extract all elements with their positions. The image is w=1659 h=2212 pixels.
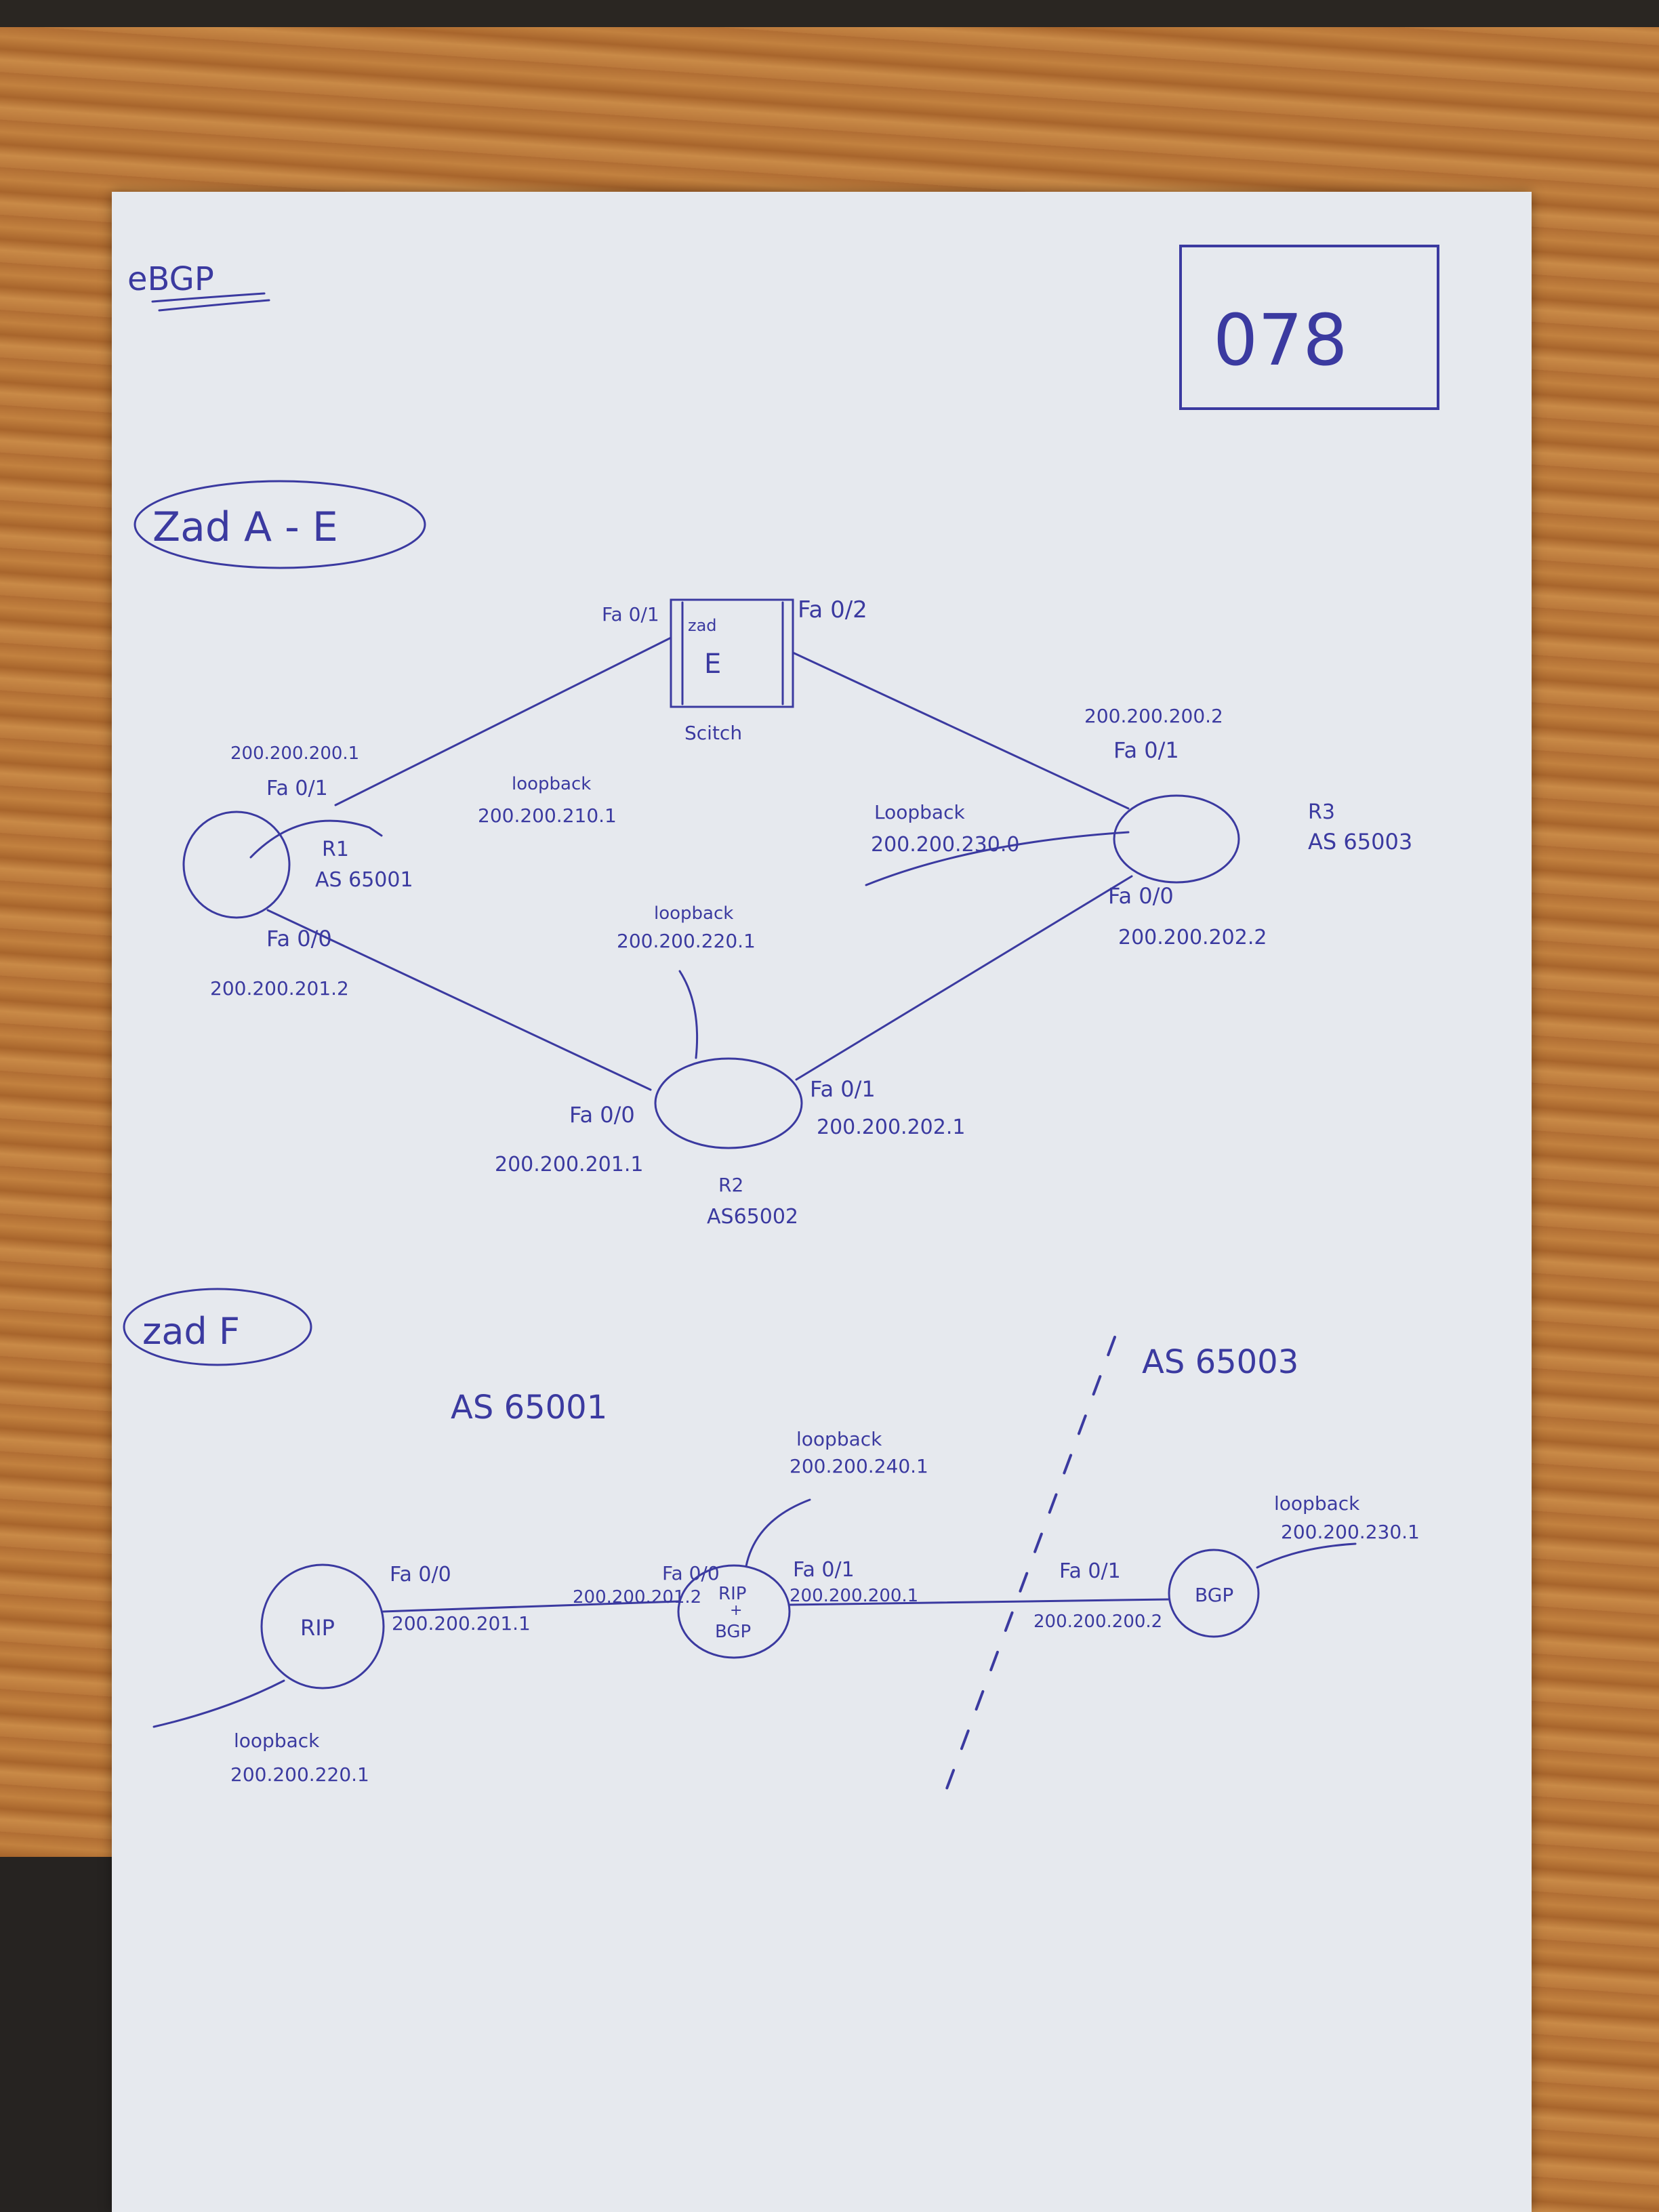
paper-sheet: eBGP 078 Zad A - E zad E Scitch Fa 0/1 F… — [112, 192, 1532, 2212]
switch-label-zad: zad — [688, 616, 717, 635]
r3-ip-bottom: 200.200.202.2 — [1118, 926, 1267, 949]
r3-loopback-ip: 200.200.230.0 — [871, 833, 1019, 857]
r1-port-top: Fa 0/1 — [266, 777, 328, 800]
loopback-leader-r3 — [865, 831, 1130, 886]
heading-underline-1 — [151, 292, 266, 303]
link-ripbgp-bgp — [788, 1598, 1170, 1606]
network-diagram: eBGP 078 Zad A - E zad E Scitch Fa 0/1 F… — [123, 245, 1439, 1803]
dark-floor-left — [0, 1857, 115, 2212]
link-rip-ripbgp — [382, 1600, 680, 1613]
bgp-router-label: BGP — [1195, 1584, 1233, 1606]
bgp-loopback-label: loopback — [1274, 1492, 1360, 1515]
ripbgp-port-left: Fa 0/0 — [662, 1562, 720, 1584]
router-r1 — [182, 811, 291, 919]
link-r2-r3 — [795, 875, 1133, 1081]
rip-router-label: RIP — [300, 1615, 335, 1641]
r3-ip-top: 200.200.200.2 — [1084, 705, 1223, 727]
r2-name: R2 — [718, 1174, 743, 1196]
rip-loopback-ip: 200.200.220.1 — [230, 1763, 369, 1786]
heading-underline-2 — [158, 299, 270, 312]
loopback-leader-r1 — [249, 819, 383, 859]
as-left-label: AS 65001 — [451, 1389, 607, 1427]
r1-loopback-ip: 200.200.210.1 — [478, 804, 617, 827]
r3-loopback-label: Loopback — [874, 801, 965, 823]
ripbgp-label-plus: + — [730, 1602, 742, 1619]
bgp-port: Fa 0/1 — [1059, 1559, 1121, 1583]
switch-label-e: E — [704, 649, 721, 680]
ripbgp-port-right: Fa 0/1 — [793, 1558, 855, 1582]
r1-ip-top: 200.200.200.1 — [230, 743, 359, 764]
r1-loopback-label: loopback — [512, 774, 591, 794]
r2-port-right: Fa 0/1 — [810, 1076, 876, 1102]
dark-edge-top — [0, 0, 1659, 27]
router-bgp — [1168, 1549, 1260, 1638]
r2-loopback-label: loopback — [654, 903, 733, 924]
rip-port: Fa 0/0 — [390, 1563, 451, 1586]
loopback-leader-ripbgp — [745, 1498, 811, 1568]
ripbgp-ip-right: 200.200.200.1 — [790, 1586, 918, 1606]
rip-loopback-label: loopback — [234, 1729, 320, 1752]
r3-port-top: Fa 0/1 — [1113, 737, 1179, 763]
r2-as: AS65002 — [707, 1205, 798, 1229]
r2-ip-left: 200.200.201.1 — [495, 1153, 643, 1176]
switch-port-right: Fa 0/2 — [798, 596, 867, 623]
r2-ip-right: 200.200.202.1 — [817, 1115, 965, 1139]
rip-ip: 200.200.201.1 — [392, 1612, 531, 1635]
link-r1-switch — [334, 636, 672, 806]
section-f-ellipse — [123, 1288, 312, 1366]
ripbgp-loopback-ip: 200.200.240.1 — [790, 1455, 928, 1477]
number-box — [1179, 245, 1439, 410]
link-r1-r2 — [266, 909, 652, 1091]
r2-port-left: Fa 0/0 — [569, 1102, 635, 1128]
section-ae-title: Zad A - E — [152, 504, 338, 551]
router-r3 — [1113, 794, 1240, 884]
r2-loopback-ip: 200.200.220.1 — [617, 930, 756, 952]
r3-port-bottom: Fa 0/0 — [1108, 883, 1174, 909]
page-number: 078 — [1213, 299, 1348, 382]
loopback-leader-bgp — [1256, 1542, 1357, 1569]
loopback-leader-rip — [152, 1679, 285, 1728]
ripbgp-ip-left: 200.200.201.2 — [573, 1587, 701, 1607]
r1-port-bottom: Fa 0/0 — [266, 926, 332, 951]
as-right-label: AS 65003 — [1142, 1343, 1298, 1381]
link-switch-r3 — [792, 651, 1130, 810]
section-f-title: zad F — [142, 1310, 240, 1353]
ripbgp-label-rip: RIP — [718, 1584, 746, 1604]
r1-ip-bottom: 200.200.201.2 — [210, 977, 349, 1000]
bgp-loopback-ip: 200.200.230.1 — [1281, 1521, 1420, 1543]
switch-port-left: Fa 0/1 — [602, 603, 659, 626]
r1-as: AS 65001 — [315, 868, 413, 892]
ripbgp-label-bgp: BGP — [715, 1622, 751, 1642]
r3-as: AS 65003 — [1308, 829, 1412, 855]
r1-name: R1 — [322, 838, 349, 861]
section-ae-ellipse — [134, 480, 426, 569]
router-r2 — [654, 1057, 803, 1149]
loopback-leader-r2 — [678, 970, 699, 1059]
router-rip — [260, 1563, 385, 1689]
router-ripbgp — [677, 1564, 791, 1659]
r3-name: R3 — [1308, 800, 1335, 824]
ripbgp-loopback-label: loopback — [796, 1428, 882, 1450]
bgp-ip: 200.200.200.2 — [1033, 1612, 1162, 1632]
heading: eBGP — [127, 260, 214, 298]
switch-caption: Scitch — [684, 722, 742, 744]
